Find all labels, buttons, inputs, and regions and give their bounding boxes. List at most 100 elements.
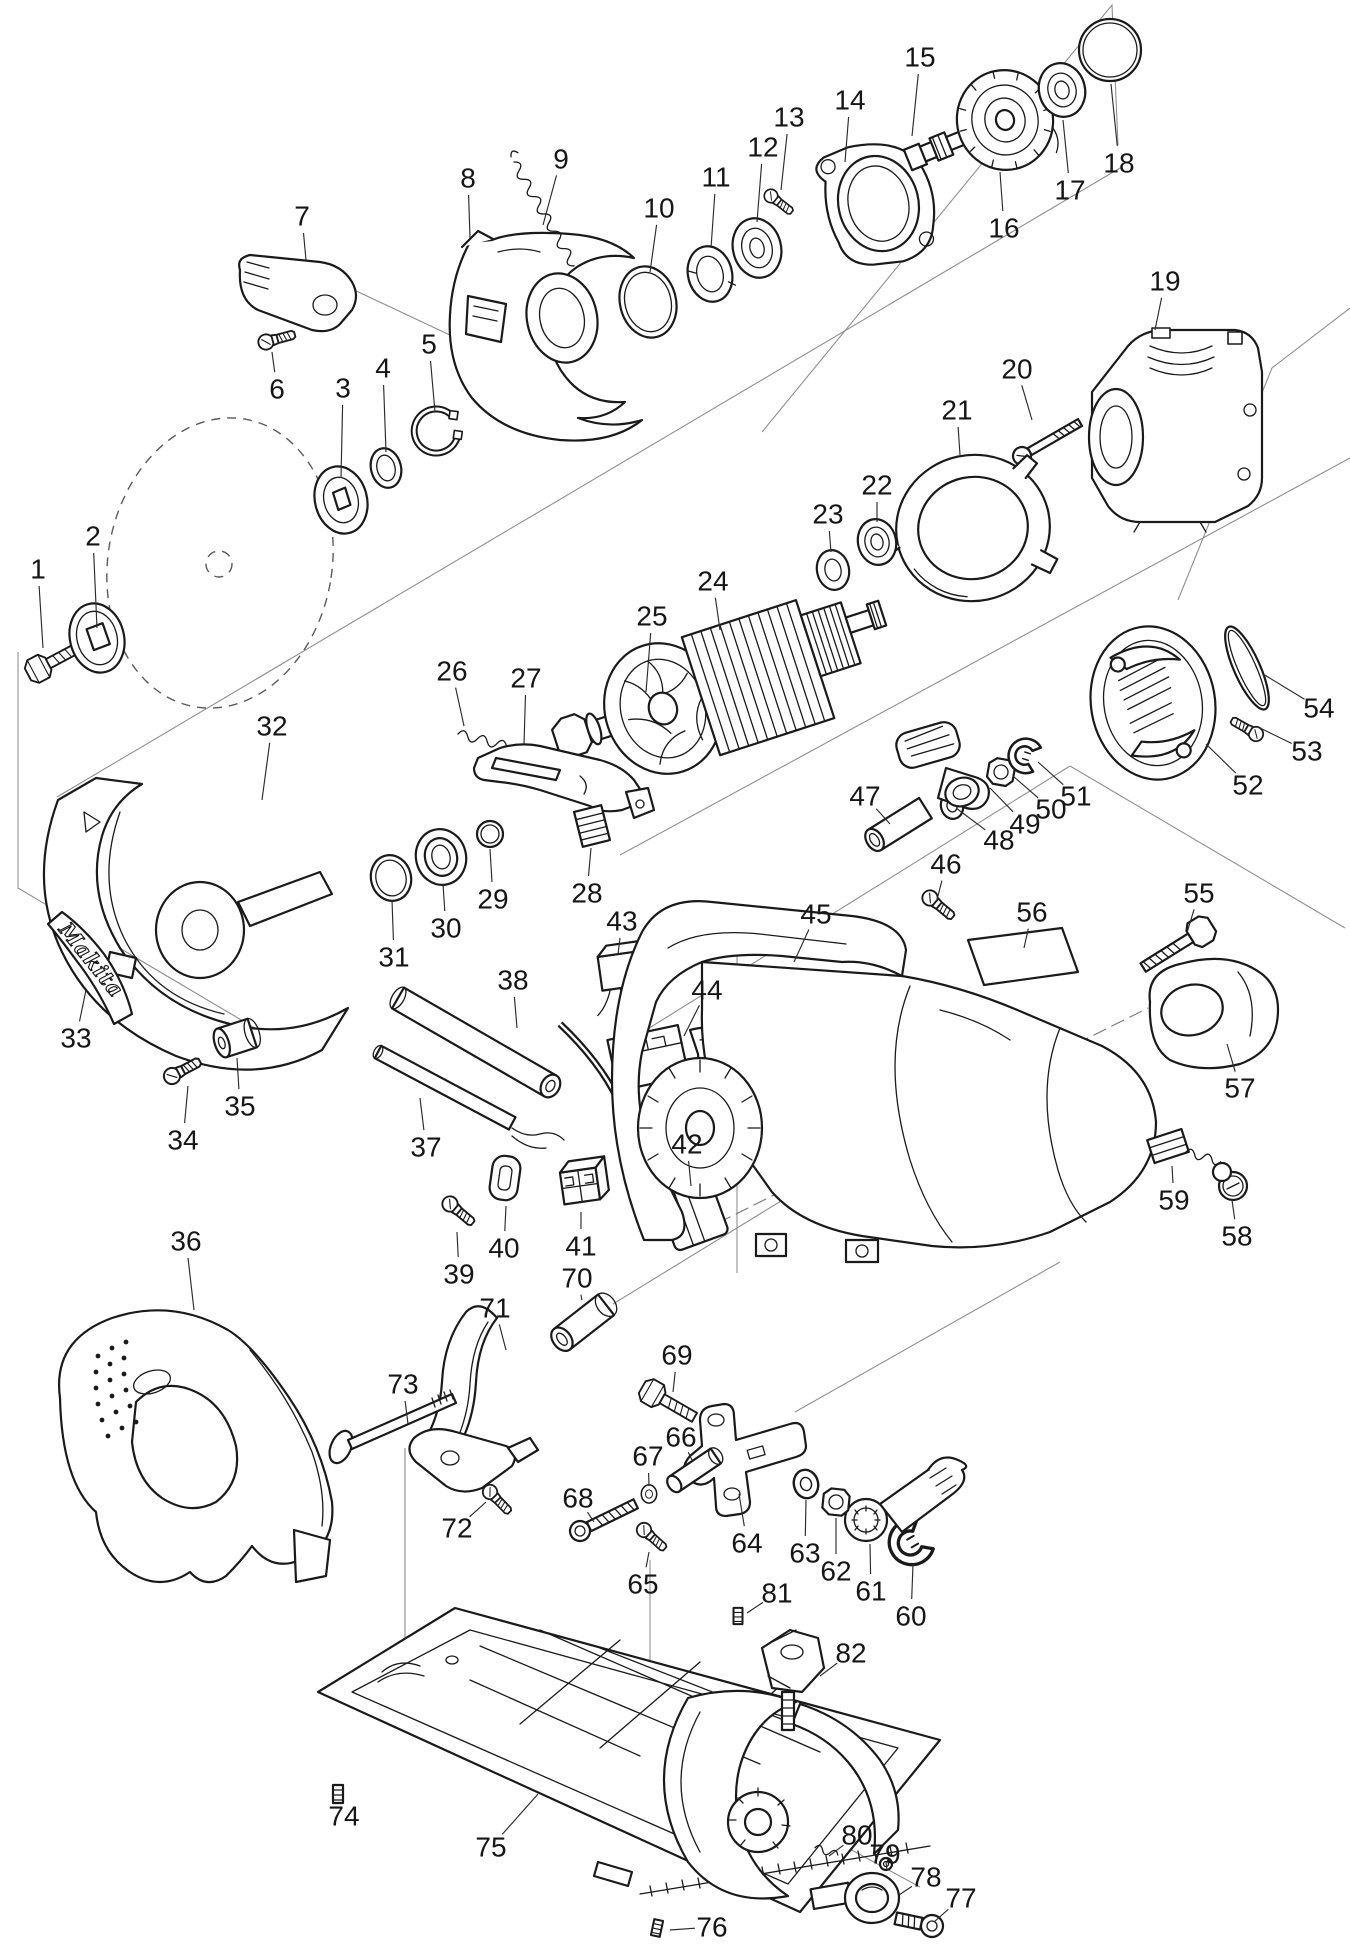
leader-lines — [38, 73, 1305, 1931]
leader-line-63 — [804, 1499, 807, 1537]
part-37-rod — [372, 1044, 517, 1131]
part-19-field-stator — [1087, 327, 1264, 533]
part-label-26: 26 — [436, 656, 467, 687]
part-35-spacer — [212, 1017, 261, 1059]
part-label-82: 82 — [835, 1638, 866, 1669]
part-38-pipe — [389, 986, 562, 1099]
leader-line-15 — [911, 73, 919, 137]
part-label-6: 6 — [269, 374, 285, 405]
leader-line-5 — [429, 360, 436, 413]
part-label-79: 79 — [869, 1839, 900, 1870]
part-label-78: 78 — [910, 1862, 941, 1893]
leader-line-10 — [649, 224, 658, 273]
part-label-18: 18 — [1103, 148, 1134, 179]
part-24-armature — [550, 599, 888, 775]
part-61-clamp-lever — [843, 1456, 968, 1543]
leader-line-57 — [1226, 1043, 1236, 1072]
part-64-angle-bracket — [682, 1402, 808, 1518]
part-68-bolt — [568, 1498, 640, 1543]
part-label-31: 31 — [378, 942, 409, 973]
part-label-44: 44 — [691, 975, 722, 1006]
part-label-13: 13 — [773, 102, 804, 133]
leader-line-58 — [1231, 1199, 1236, 1220]
part-label-20: 20 — [1001, 354, 1032, 385]
leader-line-1 — [38, 585, 44, 649]
leader-line-35 — [236, 1057, 240, 1090]
part-label-56: 56 — [1016, 897, 1047, 928]
leader-line-29 — [489, 848, 493, 883]
part-label-69: 69 — [661, 1340, 692, 1371]
part-66-pin — [666, 1447, 724, 1494]
leader-line-37 — [419, 1097, 425, 1131]
part-37-wires — [511, 1127, 565, 1149]
leader-line-50 — [1012, 775, 1039, 799]
part-label-17: 17 — [1054, 175, 1085, 206]
part-54-o-ring — [1224, 625, 1270, 711]
leader-line-44 — [683, 1004, 700, 1037]
part-5-circlip — [410, 405, 464, 457]
part-7-lever — [238, 253, 358, 333]
leader-line-32 — [261, 742, 271, 801]
part-label-22: 22 — [861, 470, 892, 501]
part-label-15: 15 — [904, 42, 935, 73]
leader-line-81 — [746, 1601, 764, 1614]
part-6-screw — [255, 325, 298, 353]
leader-line-39 — [456, 1231, 459, 1258]
part-label-7: 7 — [294, 201, 310, 232]
part-25-fan — [603, 642, 723, 775]
part-label-19: 19 — [1149, 266, 1180, 297]
part-label-33: 33 — [60, 1023, 91, 1054]
part-label-14: 14 — [834, 85, 865, 116]
leader-line-78 — [898, 1885, 913, 1896]
part-label-1: 1 — [30, 554, 46, 585]
part-label-68: 68 — [562, 1483, 593, 1514]
part-59-brush-and-spring — [1146, 1127, 1233, 1183]
part-label-21: 21 — [941, 395, 972, 426]
part-label-25: 25 — [636, 601, 667, 632]
part-label-53: 53 — [1291, 736, 1322, 767]
part-label-76: 76 — [696, 1912, 727, 1943]
leader-line-34 — [184, 1085, 189, 1124]
part-65-screw — [632, 1518, 671, 1555]
part-label-65: 65 — [627, 1569, 658, 1600]
part-label-24: 24 — [697, 566, 728, 597]
part-71-guard-lever — [408, 1305, 540, 1493]
part-label-49: 49 — [1009, 809, 1040, 840]
part-13-screw — [760, 185, 797, 219]
leader-line-70 — [580, 1294, 583, 1301]
part-53-screw — [1227, 712, 1267, 745]
base-plate-ruler — [639, 1842, 931, 1897]
part-label-54: 54 — [1303, 693, 1334, 724]
part-21-bearing-box-ring — [880, 453, 1059, 603]
leader-line-26 — [455, 687, 465, 727]
leader-line-13 — [780, 133, 788, 191]
leader-line-47 — [875, 808, 891, 825]
leader-line-66 — [687, 1452, 693, 1461]
part-label-47: 47 — [849, 781, 880, 812]
leader-line-77 — [933, 1908, 949, 1923]
leader-line-28 — [587, 847, 592, 877]
part-label-27: 27 — [510, 663, 541, 694]
leader-line-53 — [1257, 726, 1292, 745]
part-30-bearing — [414, 828, 468, 886]
leader-line-49 — [989, 787, 1014, 813]
leader-line-6 — [271, 351, 276, 373]
leader-line-2 — [93, 552, 98, 629]
part-76-screw — [649, 1918, 665, 1938]
part-29-o-ring — [475, 819, 505, 849]
leader-line-14 — [844, 116, 850, 163]
part-label-30: 30 — [430, 913, 461, 944]
part-label-43: 43 — [606, 906, 637, 937]
part-label-63: 63 — [789, 1538, 820, 1569]
part-40-cord-clamp — [488, 1154, 522, 1202]
part-56-name-plate — [966, 926, 1080, 987]
leader-line-46 — [936, 880, 943, 901]
part-label-12: 12 — [747, 132, 778, 163]
part-11-lock-washer — [686, 245, 737, 303]
leader-line-33 — [78, 989, 87, 1022]
part-label-35: 35 — [224, 1091, 255, 1122]
part-39-screw — [438, 1192, 479, 1230]
leader-line-55 — [1185, 909, 1195, 937]
